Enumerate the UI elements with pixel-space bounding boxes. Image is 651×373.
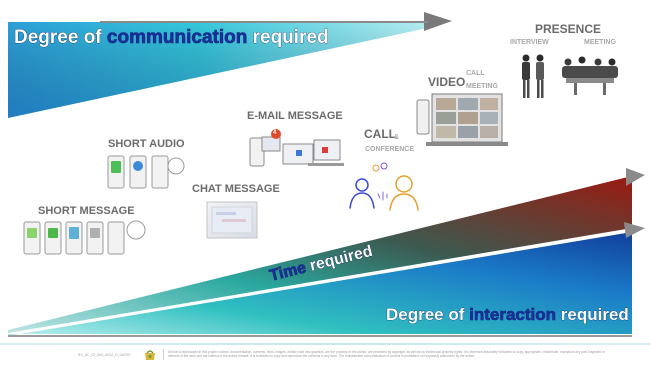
communication-wedge (8, 12, 452, 118)
video-label: VIDEO (428, 75, 466, 89)
email-devices (249, 129, 344, 167)
chat-message-window (206, 201, 258, 239)
call-label: CALL (364, 127, 396, 141)
time-arrow-head (626, 168, 645, 186)
footer-divider (0, 343, 651, 345)
time-wedge (8, 168, 645, 333)
communication-highlight: communication (106, 27, 248, 49)
interview-label: INTERVIEW (510, 39, 549, 46)
communication-banner: Degree of communication required (14, 27, 329, 49)
chat-message-label: CHAT MESSAGE (192, 183, 280, 195)
email-badge: 4 (273, 130, 277, 136)
video-meeting-label: MEETING (466, 83, 498, 90)
footer-code: SY_AC_02_004_A012_D_04/370 (78, 353, 131, 357)
short-audio-label: SHORT AUDIO (108, 138, 185, 150)
interaction-prefix: Degree of (386, 305, 470, 325)
communication-prefix: Degree of (14, 27, 107, 49)
interaction-suffix: required (556, 305, 629, 325)
presence-label: PRESENCE (535, 22, 602, 36)
interaction-highlight: interaction (469, 305, 557, 325)
short-audio-phones (107, 155, 185, 189)
email-badge-circle (271, 129, 281, 139)
footer-logo-icon (145, 350, 155, 360)
footer-separator (163, 349, 164, 360)
video-call-devices (416, 93, 508, 146)
conference-label: CONFERENCE (365, 146, 415, 153)
communication-suffix: required (247, 27, 329, 49)
communication-arrow-head (424, 12, 452, 31)
call-conference-illustration (349, 162, 419, 211)
video-call-label: CALL (466, 70, 485, 77)
meeting-label: MEETING (584, 39, 616, 46)
short-message-phones (23, 220, 146, 255)
footer: SY_AC_02_004_A012_D_04/370 All that is r… (0, 343, 651, 368)
presence-people (522, 54, 618, 98)
email-message-label: E-MAIL MESSAGE (247, 110, 343, 122)
footer-copyright-text: All that is reproduced in this project: … (168, 350, 605, 358)
short-message-label: SHORT MESSAGE (38, 205, 135, 217)
call-ampersand: & (394, 134, 400, 141)
interaction-banner: Degree of interaction required (386, 305, 629, 325)
interaction-arrow-head (624, 222, 645, 238)
interaction-wedge (8, 222, 645, 337)
